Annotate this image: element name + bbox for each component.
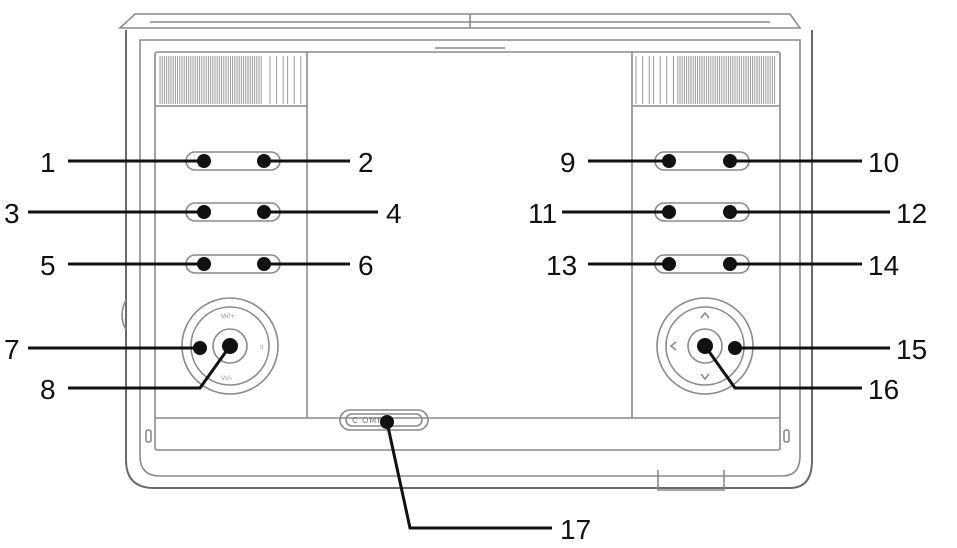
dot-10 — [723, 154, 737, 168]
right-side-mark — [783, 429, 790, 443]
dot-14 — [723, 257, 737, 271]
svg-text:Vol+: Vol+ — [221, 313, 235, 320]
callout-2: 2 — [358, 147, 374, 178]
dot-8 — [222, 338, 238, 354]
dot-1 — [197, 154, 211, 168]
dot-12 — [723, 205, 737, 219]
svg-text:II: II — [260, 344, 264, 351]
callout-4: 4 — [386, 198, 402, 229]
right-speaker-grille — [635, 56, 776, 104]
callout-5: 5 — [40, 250, 56, 281]
callout-12: 12 — [896, 198, 927, 229]
callout-3: 3 — [4, 198, 20, 229]
dot-13 — [662, 257, 676, 271]
callout-9: 9 — [560, 147, 576, 178]
callout-1: 1 — [40, 147, 56, 178]
dot-4 — [257, 205, 271, 219]
bottom-foot — [657, 470, 725, 491]
dot-5 — [197, 257, 211, 271]
left-speaker-grille — [159, 56, 302, 104]
top-lid-edge — [117, 13, 802, 29]
dot-11 — [662, 205, 676, 219]
callout-8: 8 — [40, 374, 56, 405]
callout-16: 16 — [868, 374, 899, 405]
left-dial: Vol+ Vol- II — [181, 297, 279, 395]
dot-17 — [380, 415, 394, 429]
callout-dots — [193, 154, 742, 429]
outer-shell — [125, 30, 813, 489]
inner-panel — [154, 51, 781, 451]
device-body — [117, 13, 813, 491]
callout-10: 10 — [868, 147, 899, 178]
callout-11: 11 — [528, 198, 557, 229]
callout-13: 13 — [546, 250, 577, 281]
dot-3 — [197, 205, 211, 219]
right-dial — [656, 297, 754, 395]
callout-14: 14 — [868, 250, 899, 281]
callout-7: 7 — [4, 334, 20, 365]
callout-6: 6 — [358, 250, 374, 281]
dot-15 — [728, 341, 742, 355]
callout-17: 17 — [560, 514, 591, 545]
dot-2 — [257, 154, 271, 168]
callout-15: 15 — [896, 334, 927, 365]
inner-shell — [139, 39, 801, 477]
dot-7 — [193, 341, 207, 355]
callout-labels: 1 2 3 4 5 6 7 8 9 10 11 12 13 14 15 16 1… — [4, 147, 927, 545]
leader-lines — [28, 159, 890, 530]
left-side-mark — [145, 429, 152, 443]
dot-6 — [257, 257, 271, 271]
bottom-button-label: C OMF — [352, 416, 383, 425]
dot-16 — [697, 338, 713, 354]
svg-text:Vol-: Vol- — [221, 375, 232, 382]
dot-9 — [662, 154, 676, 168]
